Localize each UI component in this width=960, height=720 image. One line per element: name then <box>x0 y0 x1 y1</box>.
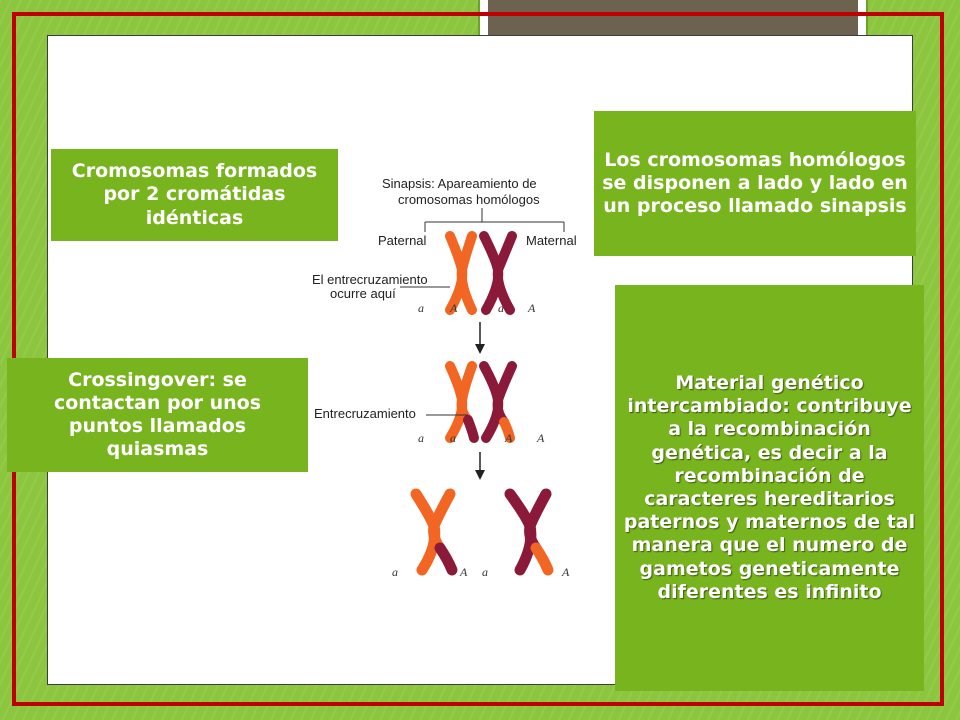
stage3-allele-A2: A <box>561 565 570 579</box>
stage3-paternal-recombinant-tip <box>434 542 458 576</box>
stage1-allele-A1: A <box>449 301 458 315</box>
stage1-paternal-chromosome <box>445 231 477 315</box>
stage3-allele-A1: A <box>459 565 468 579</box>
stage1-allele-a1: a <box>418 301 424 315</box>
homolog-bracket <box>424 208 565 232</box>
label-entrecruzamiento: Entrecruzamiento <box>314 406 416 421</box>
stage2-allele-A1: A <box>504 431 513 445</box>
label-crossover-line2: ocurre aquí <box>330 286 396 301</box>
diagram-title-line2: cromosomas homólogos <box>398 192 540 207</box>
stage3-allele-a1: a <box>392 565 398 579</box>
stage2-exchanged-segment <box>499 417 515 443</box>
diagram-title-line1: Sinapsis: Apareamiento de <box>382 176 537 191</box>
callout-material-genetico: Material genético intercambiado: contrib… <box>615 285 924 691</box>
label-maternal: Maternal <box>526 233 577 248</box>
stage3-maternal-chromosome <box>504 488 552 576</box>
stage3-allele-a2: a <box>482 565 488 579</box>
callout-sinapsis: Los cromosomas homólogos se disponen a l… <box>594 111 916 256</box>
stage3-maternal-recombinant-tip <box>530 542 554 576</box>
callout-crossingover: Crossingover: se contactan por unos punt… <box>7 358 308 472</box>
crossing-over-diagram: Sinapsis: Apareamiento de cromosomas hom… <box>312 176 577 579</box>
stage-arrow-1 <box>475 322 485 354</box>
stage2-allele-a2: a <box>450 431 456 445</box>
stage1-allele-a2: a <box>498 301 504 315</box>
stage-arrow-2 <box>475 452 485 480</box>
stage3-paternal-chromosome <box>410 488 456 576</box>
stage2-allele-a1: a <box>418 431 424 445</box>
label-paternal: Paternal <box>378 233 427 248</box>
stage2-allele-A2: A <box>536 431 545 445</box>
label-crossover-line1: El entrecruzamiento <box>312 272 428 287</box>
stage1-maternal-chromosome <box>479 231 517 315</box>
stage1-allele-A2: A <box>527 301 536 315</box>
callout-cromatidas: Cromosomas formados por 2 cromátidas idé… <box>51 149 338 241</box>
stage2-maternal-chromosome <box>463 361 517 443</box>
